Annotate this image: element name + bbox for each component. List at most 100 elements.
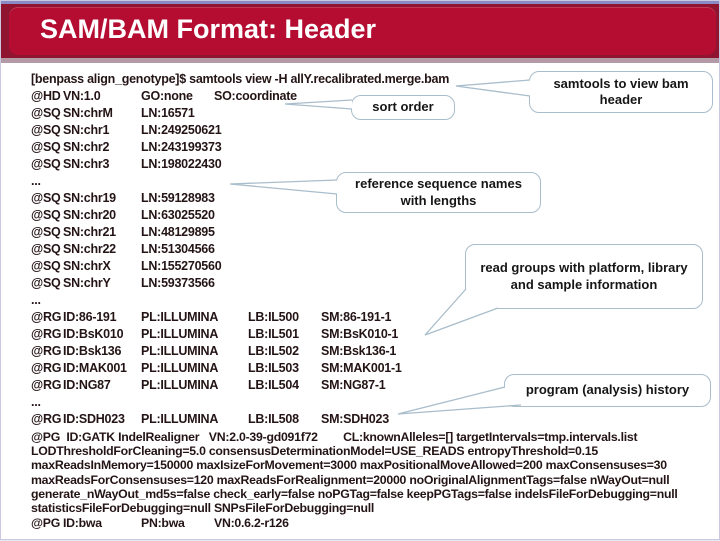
terminal-cell: PL:ILLUMINA xyxy=(141,412,219,426)
terminal-cell: [benpass align_genotype]$ samtools view … xyxy=(31,72,450,86)
terminal-cell: @RG xyxy=(31,310,62,324)
terminal-cell: @SQ xyxy=(31,106,61,120)
terminal-cell: @HD xyxy=(31,89,61,103)
terminal-cell: VN:0.6.2-r126 xyxy=(214,516,289,531)
terminal-cell: @SQ xyxy=(31,191,61,205)
terminal-line: [benpass align_genotype]$ samtools view … xyxy=(1,72,720,89)
page-title: SAM/BAM Format: Header xyxy=(40,14,377,44)
terminal-output: [benpass align_genotype]$ samtools view … xyxy=(1,72,720,429)
terminal-cell: SM:86-191-1 xyxy=(321,310,392,324)
terminal-cell: LB:IL502 xyxy=(248,344,299,358)
callout-sort-order: sort order xyxy=(351,95,455,120)
terminal-cell: SN:chr20 xyxy=(63,208,116,222)
terminal-cell: PL:ILLUMINA xyxy=(141,327,219,341)
terminal-cell: LN:51304566 xyxy=(141,242,215,256)
terminal-cell: SN:chr22 xyxy=(63,242,116,256)
terminal-cell: LB:IL504 xyxy=(248,378,299,392)
terminal-cell: GO:none xyxy=(141,89,193,103)
terminal-cell: LN:249250621 xyxy=(141,123,222,137)
terminal-cell: SO:coordinate xyxy=(214,89,297,103)
terminal-line: ... xyxy=(1,395,720,412)
terminal-cell: ID:Bsk136 xyxy=(63,344,122,358)
terminal-cell: @SQ xyxy=(31,225,61,239)
terminal-cell: SM:Bsk136-1 xyxy=(321,344,397,358)
slide-top-border xyxy=(1,1,719,4)
terminal-cell: @SQ xyxy=(31,157,61,171)
terminal-cell: SN:chr19 xyxy=(63,191,116,205)
terminal-cell: LN:48129895 xyxy=(141,225,215,239)
terminal-cell: @SQ xyxy=(31,276,61,290)
terminal-cell: LB:IL503 xyxy=(248,361,299,375)
terminal-cell: SN:chr21 xyxy=(63,225,116,239)
terminal-cell: PL:ILLUMINA xyxy=(141,378,219,392)
terminal-cell: LN:198022430 xyxy=(141,157,222,171)
callout-reference-sequences: reference sequence names with lengths xyxy=(336,172,541,213)
terminal-cell: ID:NG87 xyxy=(63,378,111,392)
terminal-cell: LN:59373566 xyxy=(141,276,215,290)
terminal-cell: LN:63025520 xyxy=(141,208,215,222)
terminal-cell: PL:ILLUMINA xyxy=(141,361,219,375)
terminal-cell: LB:IL501 xyxy=(248,327,299,341)
terminal-line: maxReadsInMemory=150000 maxIsizeForMovem… xyxy=(31,458,667,473)
terminal-cell: ... xyxy=(31,293,41,307)
terminal-cell: @RG xyxy=(31,361,62,375)
terminal-line: statisticsFileForDebugging=null SNPsFile… xyxy=(31,501,375,516)
terminal-line: ... xyxy=(1,293,720,310)
terminal-cell: PL:ILLUMINA xyxy=(141,344,219,358)
terminal-cell: PL:ILLUMINA xyxy=(141,310,219,324)
terminal-cell: @RG xyxy=(31,344,62,358)
terminal-cell: ID:MAK001 xyxy=(63,361,127,375)
terminal-cell: LB:IL500 xyxy=(248,310,299,324)
program-history-block: @PG ID:GATK IndelRealigner VN:2.0-39-gd0… xyxy=(31,430,699,530)
terminal-cell: SN:chr2 xyxy=(63,140,110,154)
terminal-cell: SN:chr1 xyxy=(63,123,110,137)
title-bar-underline xyxy=(1,58,719,63)
callout-samtools-view: samtools to view bam header xyxy=(529,71,713,113)
terminal-cell: ID:BsK010 xyxy=(63,327,124,341)
terminal-cell: @SQ xyxy=(31,140,61,154)
terminal-cell: LN:16571 xyxy=(141,106,195,120)
terminal-line: ... xyxy=(1,174,720,191)
terminal-cell: LN:155270560 xyxy=(141,259,222,273)
terminal-cell: LN:243199373 xyxy=(141,140,222,154)
terminal-cell: SN:chrM xyxy=(63,106,113,120)
terminal-cell: SM:NG87-1 xyxy=(321,378,386,392)
terminal-cell: LB:IL508 xyxy=(248,412,299,426)
terminal-line: LODThresholdForCleaning=5.0 consensusDet… xyxy=(31,444,598,459)
terminal-cell: @SQ xyxy=(31,242,61,256)
title-bar-panel: SAM/BAM Format: Header xyxy=(9,7,716,55)
terminal-cell: SM:BsK010-1 xyxy=(321,327,399,341)
terminal-cell: @RG xyxy=(31,412,62,426)
terminal-cell: LN:59128983 xyxy=(141,191,215,205)
terminal-line: @PG ID:GATK IndelRealigner VN:2.0-39-gd0… xyxy=(31,430,638,444)
terminal-cell: @RG xyxy=(31,327,62,341)
title-bar: SAM/BAM Format: Header xyxy=(1,4,719,58)
terminal-cell: @SQ xyxy=(31,208,61,222)
callout-read-groups: read groups with platform, library and s… xyxy=(465,244,703,309)
terminal-line: generate_nWayOut_md5s=false check_early=… xyxy=(31,486,678,501)
terminal-cell: @RG xyxy=(31,378,62,392)
terminal-cell: SN:chrX xyxy=(63,259,111,273)
terminal-cell: PN:bwa xyxy=(141,516,185,531)
terminal-line: maxReadsForConsensuses=120 maxReadsForRe… xyxy=(31,472,670,487)
terminal-cell: ID:86-191 xyxy=(63,310,117,324)
callout-program-history: program (analysis) history xyxy=(504,374,711,407)
